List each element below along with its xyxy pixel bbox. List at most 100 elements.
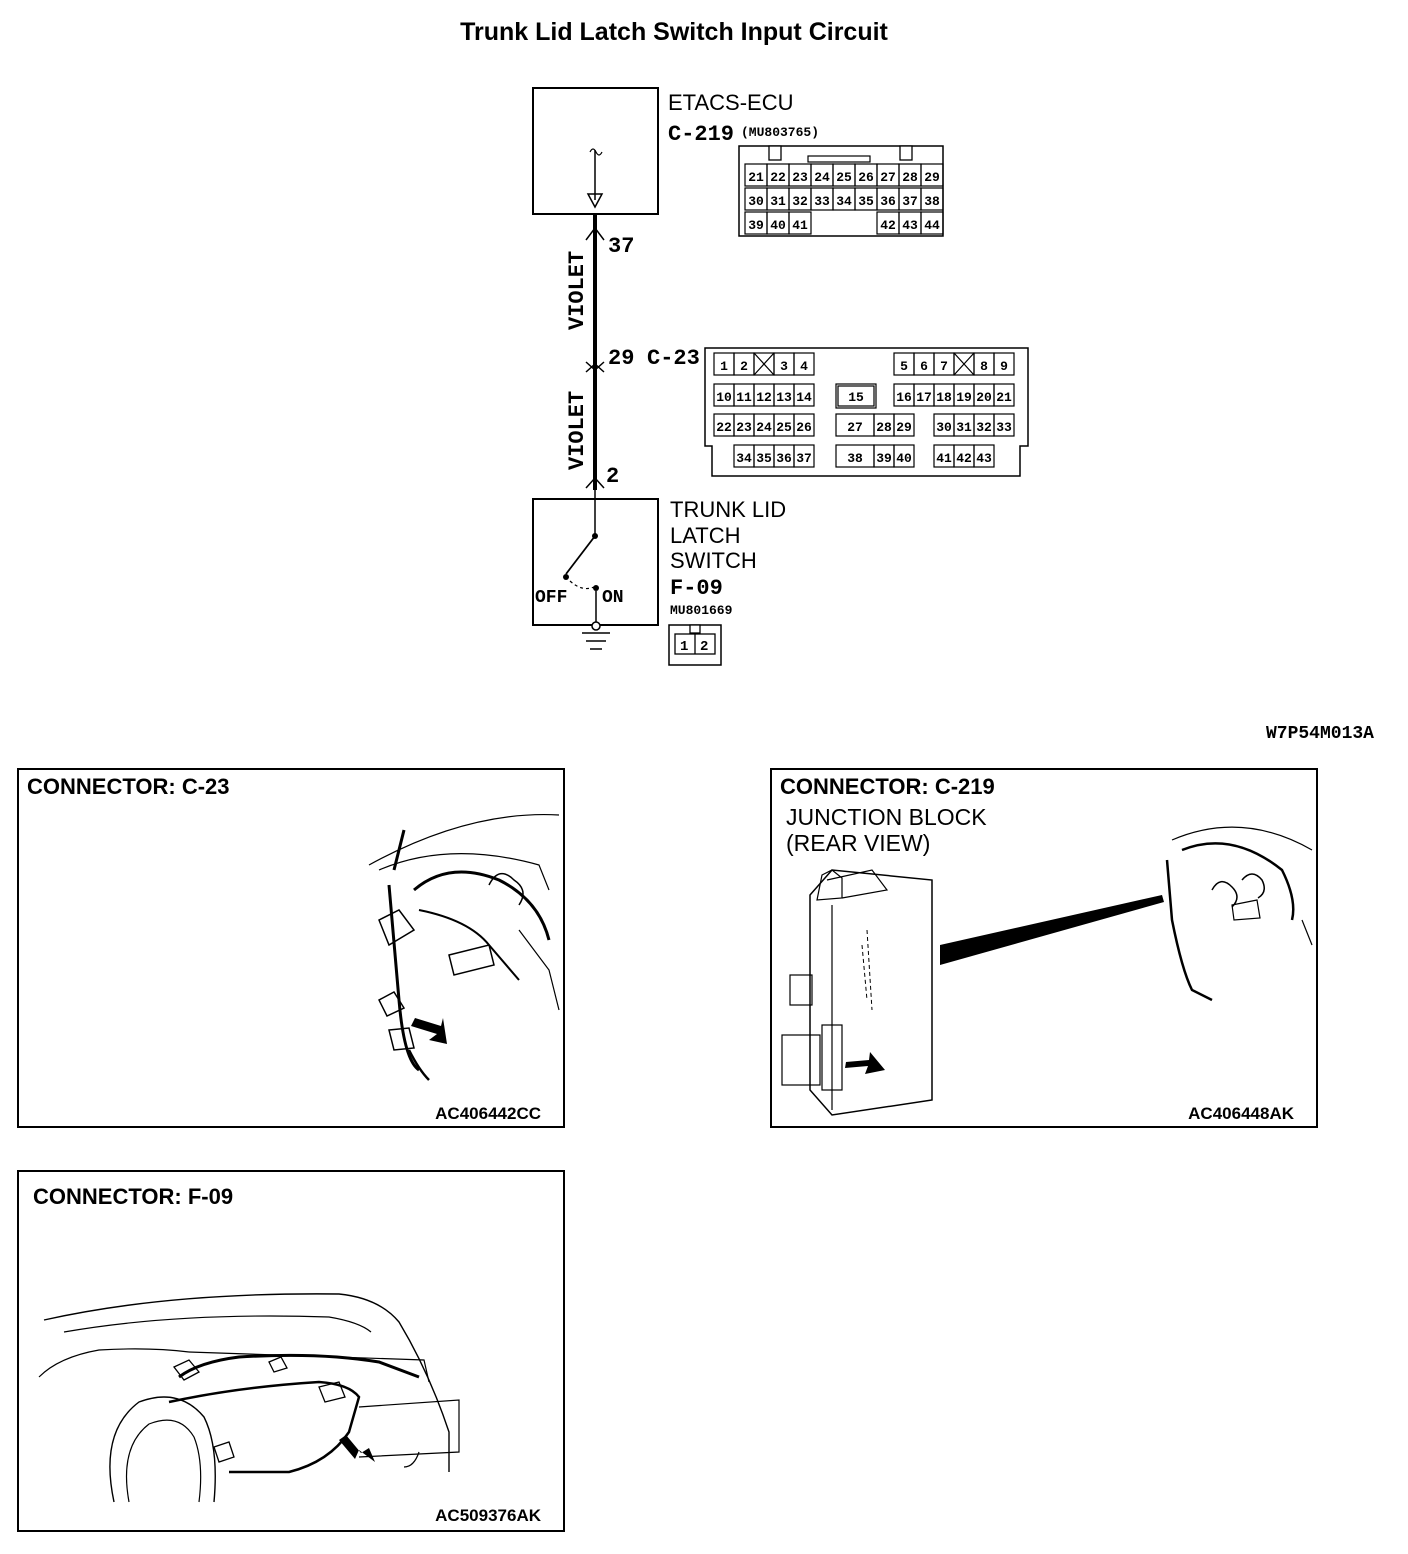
c23-pin-43: 43 <box>976 451 992 466</box>
c23-pin-36: 36 <box>776 451 792 466</box>
switch-off-contact-icon <box>563 574 569 580</box>
c23-pin-15-cell <box>837 385 875 407</box>
c23-pin-41: 41 <box>936 451 952 466</box>
c23-pin-38: 38 <box>847 451 863 466</box>
c23-pin-27: 27 <box>847 420 863 435</box>
c23-pin-24: 24 <box>756 420 772 435</box>
c23-pin-29-cell <box>893 413 915 437</box>
c23-pin-14-cell <box>793 383 815 407</box>
panel-f09-title: CONNECTOR: F-09 <box>33 1184 234 1209</box>
pin-2-terminal-icon <box>585 476 605 489</box>
c219-pin-42: 42 <box>880 218 896 233</box>
c23-connector-id: C-23 <box>647 346 700 371</box>
ecu-part-number: (MU803765) <box>741 125 819 140</box>
pin-29-label: 29 <box>608 346 634 371</box>
c219-pin-34: 34 <box>836 194 852 209</box>
c219-pin-26: 26 <box>858 170 874 185</box>
c23-pin-10: 10 <box>716 390 732 405</box>
c23-pin-20: 20 <box>976 390 992 405</box>
f09-location-arrow-icon <box>339 1435 375 1462</box>
blank-pin-cross-icon <box>953 352 975 376</box>
ecu-name: ETACS-ECU <box>668 90 794 115</box>
f09-pin-2: 2 <box>700 639 708 655</box>
c23-pin-37: 37 <box>796 451 812 466</box>
switch-part-number: MU801669 <box>670 603 733 618</box>
switch-name-line-3: SWITCH <box>670 548 757 573</box>
c219-pin-27: 27 <box>880 170 896 185</box>
c23-pin-33-cell <box>993 413 1015 437</box>
c23-pin-35: 35 <box>756 451 772 466</box>
c23-pin-31: 31 <box>956 420 972 435</box>
c23-pin-42: 42 <box>956 451 972 466</box>
c219-location-arrow-icon <box>845 1052 885 1074</box>
panel-c219-title: CONNECTOR: C-219 <box>780 774 995 799</box>
c219-pin-40: 40 <box>770 218 786 233</box>
c219-pin-30: 30 <box>748 194 764 209</box>
c23-pin-21-cell <box>993 383 1015 407</box>
c23-pin-15-housing <box>835 383 877 409</box>
c219-pin-36: 36 <box>880 194 896 209</box>
c23-pin-14: 14 <box>796 390 812 405</box>
panel-connector-c219: CONNECTOR: C-219 JUNCTION BLOCK (REAR VI… <box>770 768 1318 1128</box>
c219-pin-29: 29 <box>924 170 940 185</box>
ecu-connector-id: C-219 <box>668 122 734 147</box>
c23-pin-3: 3 <box>780 359 788 374</box>
dashboard-harness-illustration <box>368 814 560 1081</box>
panel-c219-subtitle-2: (REAR VIEW) <box>786 830 931 856</box>
panel-c23-title: CONNECTOR: C-23 <box>27 774 230 799</box>
wire-upper-color: VIOLET <box>565 251 590 330</box>
blank-pin-cross-icon <box>753 352 775 376</box>
c219-pin-22: 22 <box>770 170 786 185</box>
panel-connector-c23: CONNECTOR: C-23 AC406442CC <box>17 768 565 1128</box>
pin-2-label: 2 <box>606 464 619 489</box>
c23-pin-9-cell <box>993 352 1015 376</box>
c23-pin-11: 11 <box>736 390 752 405</box>
c219-pin-25: 25 <box>836 170 852 185</box>
c23-pin-16: 16 <box>896 390 912 405</box>
switch-on-label: ON <box>602 588 624 608</box>
c23-pin-22: 22 <box>716 420 732 435</box>
c23-pin-26: 26 <box>796 420 812 435</box>
pin-37-label: 37 <box>608 234 634 259</box>
ground-icon <box>582 621 610 650</box>
c23-pin-27-cell <box>835 413 875 437</box>
c23-pin-6: 6 <box>920 359 928 374</box>
switch-name-line-2: LATCH <box>670 523 741 548</box>
c219-pin-44: 44 <box>924 218 940 233</box>
c23-pin-28: 28 <box>876 420 892 435</box>
diagram-code-text: W7P54M013A <box>1265 724 1374 744</box>
c23-pin-34: 34 <box>736 451 752 466</box>
junction-block-illustration <box>781 826 1313 1116</box>
trunk-harness-illustration <box>38 1293 460 1503</box>
c23-pin-39: 39 <box>876 451 892 466</box>
c23-pin-23: 23 <box>736 420 752 435</box>
c23-pin-5: 5 <box>900 359 908 374</box>
c23-pin-13: 13 <box>776 390 792 405</box>
c219-pin-43: 43 <box>902 218 918 233</box>
c219-pin-24: 24 <box>814 170 830 185</box>
c23-pin-43-cell <box>973 444 995 468</box>
c23-pin-40: 40 <box>896 451 912 466</box>
c23-pin-21: 21 <box>996 390 1012 405</box>
c23-pin-26-cell <box>793 413 815 437</box>
c219-pin-28: 28 <box>902 170 918 185</box>
ecu-signal-icon <box>589 148 603 156</box>
c219-pin-31: 31 <box>770 194 786 209</box>
c23-pin-40-cell <box>893 444 915 468</box>
c219-pin-21: 21 <box>748 170 764 185</box>
c23-pin-38-cell <box>835 444 875 468</box>
c219-pin-39: 39 <box>748 218 764 233</box>
switch-off-label: OFF <box>535 588 567 608</box>
c219-pin-38-cell <box>920 187 944 211</box>
switch-travel-icon <box>569 580 595 590</box>
c23-pin-7: 7 <box>940 359 948 374</box>
c23-pin-15: 15 <box>848 390 864 405</box>
c23-pin-18: 18 <box>936 390 952 405</box>
c219-pin-35: 35 <box>858 194 874 209</box>
c23-pin-33: 33 <box>996 420 1012 435</box>
panel-c23-code: AC406442CC <box>435 1104 541 1123</box>
c23-pin-17: 17 <box>916 390 932 405</box>
switch-blade-icon <box>565 535 596 575</box>
c219-pin-33: 33 <box>814 194 830 209</box>
